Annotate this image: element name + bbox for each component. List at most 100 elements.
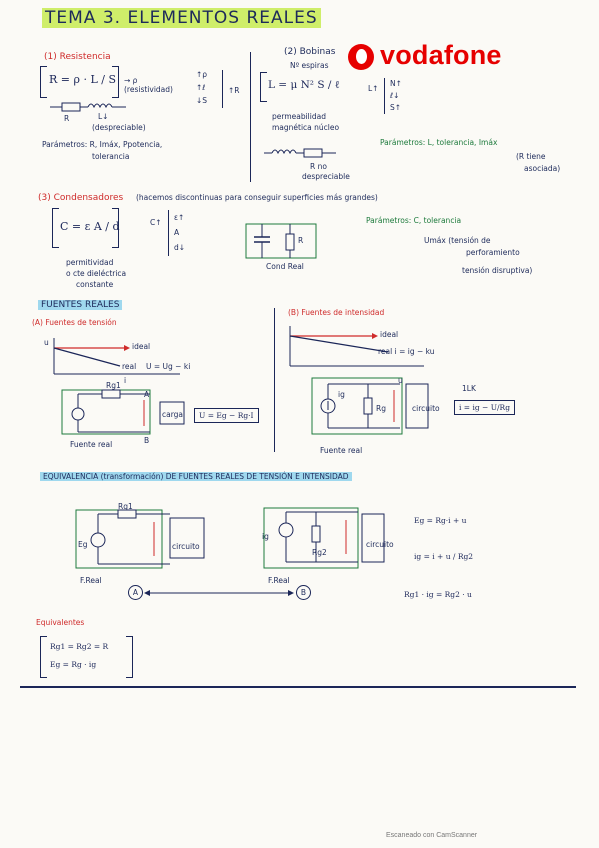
equivalents-line-1: Rg1 = Rg2 = R — [50, 642, 109, 651]
voltage-source-heading: (A) Fuentes de tensión — [32, 318, 117, 327]
dispersion-note: (despreciable) — [92, 123, 146, 132]
lk-label: 1LK — [462, 384, 476, 393]
real-current-source-circuit — [311, 377, 429, 435]
coils-arrows: N↑ ℓ↓ S↑ — [390, 78, 402, 114]
equivalents-block: Rg1 = Rg2 = R Eg = Rg · ig — [40, 636, 140, 678]
equiv-eq-1: Eg = Rg·i + u — [414, 516, 467, 525]
u-axis: u — [44, 338, 49, 347]
real-source-label-2: Fuente real — [320, 446, 363, 455]
r-label: R — [64, 114, 70, 123]
resistance-arrows: ↑ρ ↑ℓ ↓S — [196, 68, 207, 107]
sources-heading-text: FUENTES REALES — [38, 300, 123, 310]
coils-r-label-2: despreciable — [302, 172, 350, 181]
u-label: u — [398, 376, 403, 385]
coils-formula: L = μ N² S / ℓ — [268, 79, 340, 91]
sources-heading: FUENTES REALES — [38, 300, 123, 310]
capacitors-c-up: C↑ — [150, 218, 162, 227]
vodafone-logo-text: vodafone — [380, 40, 502, 70]
resistance-params-2: tolerancia — [92, 152, 130, 161]
real-eq: U = Ug − ki — [146, 362, 191, 371]
capacitors-perm-3: constante — [76, 280, 114, 289]
capacitors-circuit-label: Cond Real — [266, 262, 304, 271]
title-text: TEMA 3. ELEMENTOS REALES — [42, 8, 321, 28]
rg1-label: Rg1 — [106, 381, 121, 390]
load-label: carga — [162, 410, 184, 419]
coils-formula-block: L = μ N² S / ℓ — [260, 72, 360, 102]
vodafone-logo-icon — [348, 44, 374, 70]
divider — [384, 78, 385, 114]
arrow-l: ↑ℓ — [196, 83, 206, 92]
equiv-voltage-circuit — [75, 509, 205, 569]
voltage-source-graph — [53, 338, 180, 375]
scanner-footer: Escaneado con CamScanner — [386, 832, 478, 839]
column-divider — [250, 52, 251, 182]
equivalence-heading-text: EQUIVALENCIA (transformación) DE FUENTES… — [40, 472, 352, 481]
arrow-len: ℓ↓ — [390, 91, 400, 100]
coils-params: Parámetros: L, tolerancia, Imáx — [380, 138, 498, 147]
coil-resistor-icon — [264, 148, 336, 158]
ig-label: ig — [338, 390, 345, 399]
equivalents-heading: Equivalentes — [36, 618, 85, 627]
equiv-rg2-label: Rg2 — [312, 548, 327, 557]
real-voltage-source-circuit — [61, 389, 185, 435]
capacitors-perm-2: o cte dieléctrica — [66, 269, 127, 278]
capacitors-note: (hacemos discontinuas para conseguir sup… — [136, 193, 378, 202]
resistance-params: Parámetros: R, Imáx, Ppotencia, — [42, 140, 163, 149]
coils-perm-2: magnética núcleo — [272, 123, 340, 132]
arrow-r: ↑R — [228, 86, 240, 95]
ideal-label-2: ideal — [380, 330, 399, 339]
equiv-eg-label: Eg — [78, 540, 88, 549]
capacitors-params-4: tensión disruptiva) — [462, 266, 533, 275]
column-divider-2 — [274, 308, 275, 452]
arrow-eps: ε↑ — [174, 213, 185, 222]
capacitors-arrows: ε↑ A d↓ — [174, 210, 185, 255]
current-eq-box: i = ig − U/Rg — [454, 400, 515, 415]
equiv-a-circle: A — [128, 585, 143, 600]
capacitors-perm: permitividad — [66, 258, 114, 267]
current-source-graph — [289, 326, 424, 367]
real-source-label: Fuente real — [70, 440, 113, 449]
equiv-f-real-b: F.Real — [268, 576, 290, 585]
equivalents-line-2: Eg = Rg · ig — [50, 660, 97, 669]
coils-params-3: asociada) — [524, 164, 561, 173]
capacitors-params-3: perforamiento — [466, 248, 520, 257]
coils-sub: Nº espiras — [290, 61, 329, 70]
arrow-rho: ↑ρ — [196, 70, 208, 79]
equiv-b-circle: B — [296, 585, 311, 600]
voltage-eq-box: U = Eg − Rg·I — [194, 408, 259, 423]
equiv-current-circuit — [263, 507, 385, 569]
equiv-rg1-label: Rg1 — [118, 502, 133, 511]
load-label-2: circuito — [412, 404, 440, 413]
a-label: A — [144, 390, 150, 399]
coils-perm: permeabilidad — [272, 112, 326, 121]
divider — [168, 210, 169, 256]
capacitors-params-2: Umáx (tensión de — [424, 236, 491, 245]
coils-l-up: L↑ — [368, 84, 379, 93]
equiv-ig-label: ig — [262, 532, 269, 541]
rg-label: Rg — [376, 404, 386, 413]
arrow-n: N↑ — [390, 79, 402, 88]
ideal-label: ideal — [132, 342, 151, 351]
current-source-heading: (B) Fuentes de intensidad — [288, 308, 385, 317]
arrow-a: A — [174, 228, 180, 237]
resistance-formula-block: R = ρ · L / S → ρ (resistividad) — [40, 66, 180, 98]
arrow-d: d↓ — [174, 243, 186, 252]
resistance-heading: (1) Resistencia — [44, 52, 111, 62]
capacitors-heading: (3) Condensadores — [38, 193, 124, 203]
arrow-s: S↑ — [390, 103, 402, 112]
page-title: TEMA 3. ELEMENTOS REALES — [42, 8, 321, 28]
resistor-coil-icon — [50, 102, 126, 112]
l-label: L↓ — [98, 112, 109, 121]
equiv-eq-2: ig = i + u / Rg2 — [414, 552, 474, 561]
capacitors-params: Parámetros: C, tolerancia — [366, 216, 462, 225]
i-axis: i — [124, 376, 127, 385]
equiv-f-real-a: F.Real — [80, 576, 102, 585]
equiv-eq-3: Rg1 · ig = Rg2 · u — [404, 590, 472, 599]
capacitors-formula: C = ε A / d — [60, 220, 120, 233]
capacitors-r-label: R — [298, 236, 304, 245]
coils-heading: (2) Bobinas — [284, 47, 336, 57]
real-label: real — [122, 362, 137, 371]
rho-note: → ρ (resistividad) — [124, 76, 173, 94]
real-capacitor-circuit — [245, 223, 317, 259]
